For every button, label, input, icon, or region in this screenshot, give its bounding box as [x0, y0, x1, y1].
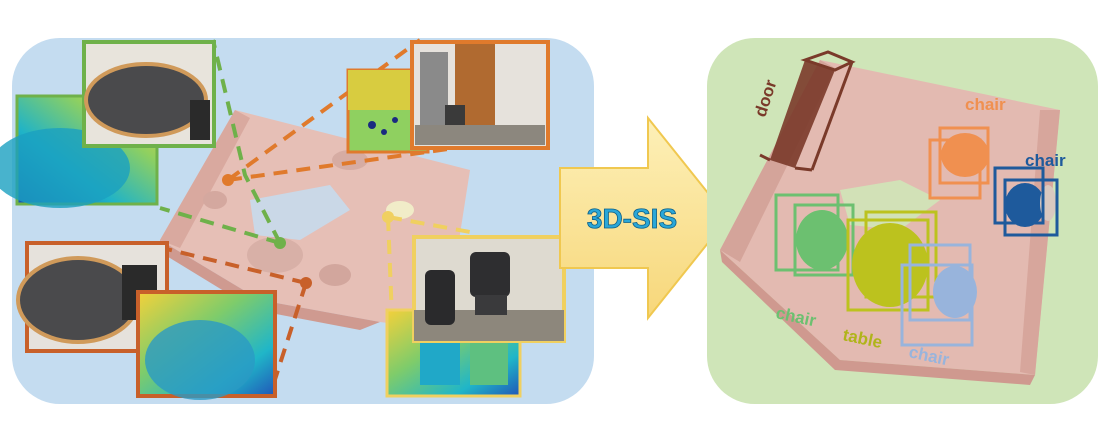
label-chair-blue: chair — [1025, 151, 1066, 170]
green-camera-center — [274, 237, 286, 249]
label-chair-orange: chair — [965, 95, 1006, 114]
orange-camera-center — [222, 174, 234, 186]
yellow-camera-center — [382, 211, 394, 223]
green-color-frame — [84, 42, 214, 146]
orange-color-frame — [412, 42, 548, 148]
method-name: 3D-SIS — [587, 203, 677, 234]
darkorange-camera-center — [300, 277, 312, 289]
yellow-color-frame — [414, 237, 564, 341]
darkorange-depth-frame — [138, 292, 275, 400]
